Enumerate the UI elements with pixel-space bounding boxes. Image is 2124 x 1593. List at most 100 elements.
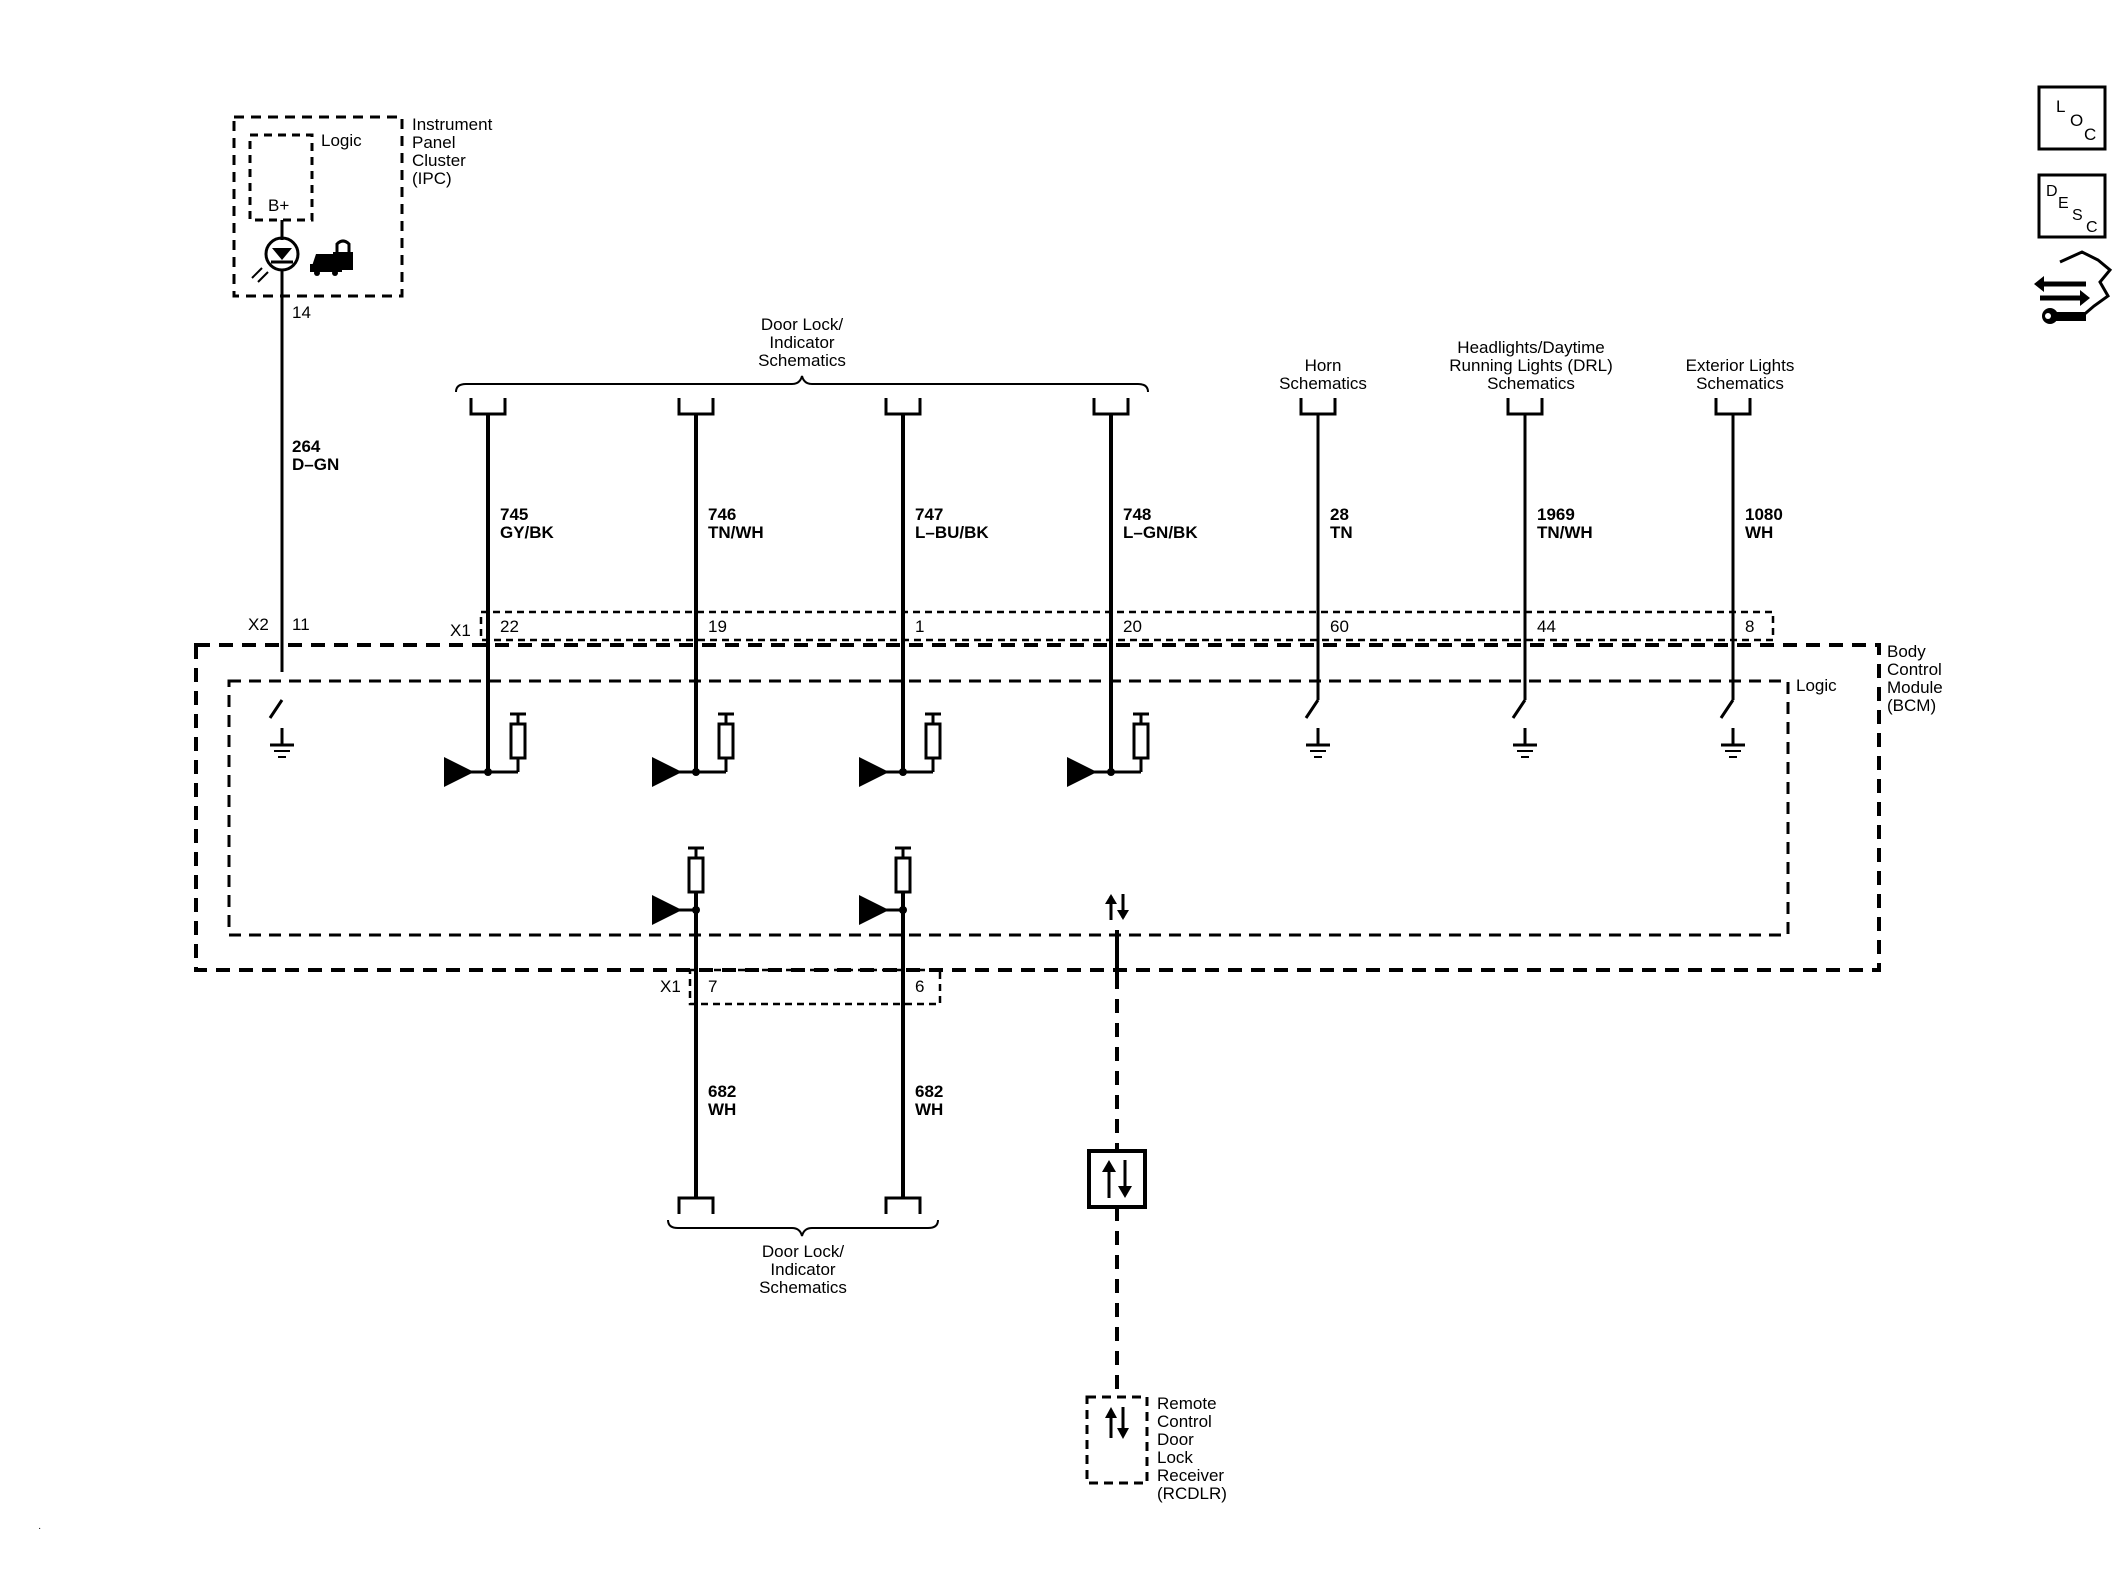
- svg-text:L: L: [2056, 97, 2065, 116]
- wire-circuit-label: 682: [915, 1082, 943, 1101]
- x2-connector-label: X2: [248, 615, 269, 634]
- pullup-resistor-icon: [1067, 712, 1150, 787]
- rcdlr-line2: Control: [1157, 1412, 1212, 1431]
- pullup-resistor-icon: [652, 712, 735, 787]
- ipc-pin-label: 14: [292, 303, 311, 322]
- rcdlr-bidirectional-icon: [1105, 1407, 1129, 1439]
- pullup-resistor-icon: [444, 712, 527, 787]
- wire-circuit-label: 746: [708, 505, 736, 524]
- wrench-arrows-icon[interactable]: [2034, 250, 2113, 324]
- wire-color-label: L–BU/BK: [915, 523, 989, 542]
- x1-bottom-label: X1: [660, 977, 681, 996]
- rcdlr-line4: Lock: [1157, 1448, 1193, 1467]
- rcdlr-line5: Receiver: [1157, 1466, 1224, 1485]
- horn-schematics-label: Horn Schematics: [1279, 356, 1367, 393]
- top-group-line2: Indicator: [769, 333, 835, 352]
- wire-pin-label: 20: [1123, 617, 1142, 636]
- x1-bottom-connector: X1: [660, 968, 942, 1006]
- svg-text:D: D: [2046, 183, 2058, 200]
- wire-color-label: WH: [915, 1100, 943, 1119]
- x1-top-connector: X1: [450, 610, 1775, 642]
- pullup-resistor-icon: [859, 712, 942, 787]
- wire-circuit-label: 1080: [1745, 505, 1783, 524]
- top-group-line3: Schematics: [758, 351, 846, 370]
- rcdlr-line1: Remote: [1157, 1394, 1217, 1413]
- wire-circuit-label: 745: [500, 505, 528, 524]
- wire-pin-label: 60: [1330, 617, 1349, 636]
- wire-pin-label: 7: [708, 977, 717, 996]
- switch-to-ground-icon: [1304, 699, 1330, 758]
- wire-pin-label: 1: [915, 617, 924, 636]
- svg-text:Horn: Horn: [1305, 356, 1342, 375]
- wire-color-label: L–GN/BK: [1123, 523, 1198, 542]
- wire-color-label: WH: [1745, 523, 1773, 542]
- serial-data-link: [1087, 894, 1147, 1395]
- wire-circuit-label: 28: [1330, 505, 1349, 524]
- svg-text:E: E: [2058, 195, 2069, 212]
- svg-text:C: C: [2084, 125, 2096, 144]
- bottom-group-line2: Indicator: [770, 1260, 836, 1279]
- bcm-name-line1: Body: [1887, 642, 1926, 661]
- ipc-wire-circuit: 264: [292, 437, 321, 456]
- rcdlr-line6: (RCDLR): [1157, 1484, 1227, 1503]
- bcm-name-line3: Module: [1887, 678, 1943, 697]
- led-indicator-icon: [251, 220, 300, 283]
- x2-pin-label: 11: [292, 615, 310, 634]
- wire-color-label: TN/WH: [708, 523, 764, 542]
- svg-text:O: O: [2070, 111, 2083, 130]
- wire-circuit-label: 747: [915, 505, 943, 524]
- corner-mark: ·: [38, 1523, 41, 1534]
- wire-circuit-label: 748: [1123, 505, 1151, 524]
- wire-color-label: TN: [1330, 523, 1353, 542]
- bcm-name-line4: (BCM): [1887, 696, 1936, 715]
- ipc-module: Logic B+ Instrument Panel Cluster (IPC) …: [232, 115, 493, 322]
- rcdlr-line3: Door: [1157, 1430, 1194, 1449]
- wire-pin-label: 8: [1745, 617, 1754, 636]
- bottom-group-line3: Schematics: [759, 1278, 847, 1297]
- switch-to-ground-icon: [1719, 699, 1745, 758]
- bcm-module: Body Control Module (BCM) Logic: [194, 642, 1943, 972]
- svg-text:S: S: [2072, 207, 2083, 224]
- wire-color-label: TN/WH: [1537, 523, 1593, 542]
- switch-to-ground-icon: [1511, 699, 1537, 758]
- car-lock-icon: [310, 239, 353, 276]
- ipc-logic-label: Logic: [321, 131, 362, 150]
- top-door-lock-group: Door Lock/ Indicator Schematics: [455, 315, 1149, 393]
- bcm-name-line2: Control: [1887, 660, 1942, 679]
- desc-icon[interactable]: D E S C: [2037, 173, 2107, 239]
- ipc-name-line2: Panel: [412, 133, 455, 152]
- serial-data-box-icon: [1087, 1149, 1147, 1209]
- rcdlr-module: Remote Control Door Lock Receiver (RCDLR…: [1085, 1394, 1227, 1503]
- wire-color-label: WH: [708, 1100, 736, 1119]
- wire-pin-label: 22: [500, 617, 519, 636]
- wire-color-label: GY/BK: [500, 523, 555, 542]
- wire-pin-label: 44: [1537, 617, 1556, 636]
- loc-icon[interactable]: L O C: [2037, 85, 2107, 151]
- wire-pin-label: 6: [915, 977, 924, 996]
- svg-text:Schematics: Schematics: [1487, 374, 1575, 393]
- bcm-logic-label: Logic: [1796, 676, 1837, 695]
- exterior-lights-schematics-label: Exterior Lights Schematics: [1686, 356, 1795, 393]
- ipc-wire: 264 D–GN X2 11: [248, 270, 339, 758]
- svg-text:Schematics: Schematics: [1696, 374, 1784, 393]
- wire-circuit-label: 1969: [1537, 505, 1575, 524]
- bidirectional-arrow-icon: [1105, 894, 1129, 920]
- ipc-wire-color: D–GN: [292, 455, 339, 474]
- x1-top-label: X1: [450, 621, 471, 640]
- svg-text:Headlights/Daytime: Headlights/Daytime: [1457, 338, 1604, 357]
- headlights-schematics-label: Headlights/Daytime Running Lights (DRL) …: [1449, 338, 1612, 393]
- ipc-name-line3: Cluster: [412, 151, 466, 170]
- svg-text:Exterior Lights: Exterior Lights: [1686, 356, 1795, 375]
- bottom-group-line1: Door Lock/: [762, 1242, 844, 1261]
- bottom-door-lock-group: Door Lock/ Indicator Schematics: [667, 1219, 939, 1297]
